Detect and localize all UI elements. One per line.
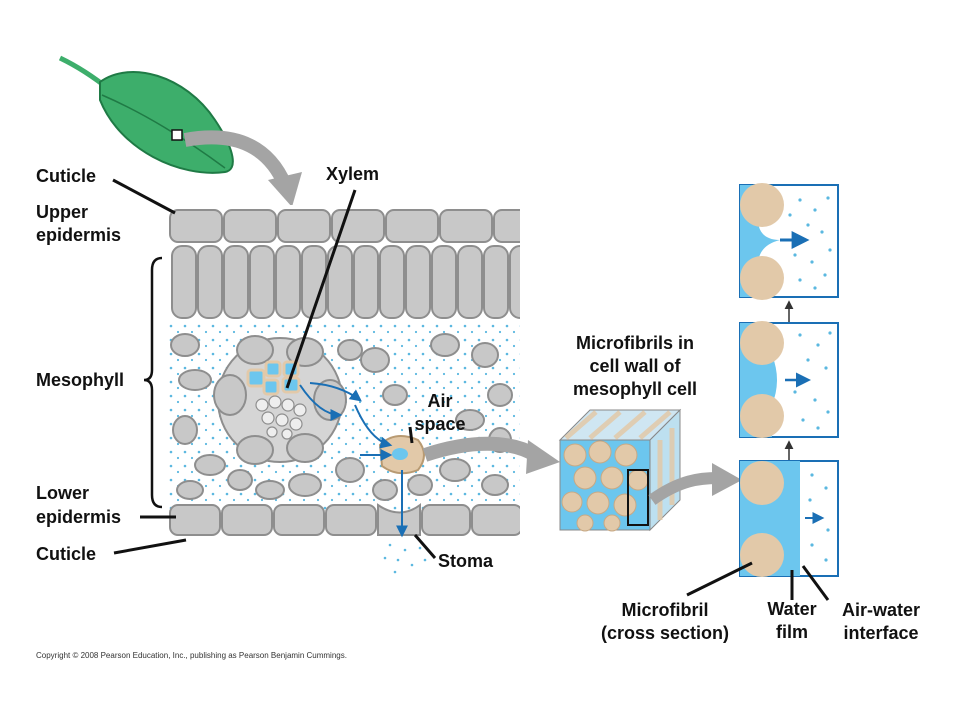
right-leader-lines [686, 561, 830, 601]
water-film-label-line2: film [775, 622, 808, 642]
microfibrils-label-line3: mesophyll cell [572, 379, 698, 399]
microfibrils-label-line2: cell wall of [589, 356, 681, 376]
palisade-cells [171, 245, 520, 319]
water-film-label-line1: Water [767, 599, 817, 619]
air-water-interface-label-line1: Air-water [841, 600, 921, 620]
panel-middle [739, 321, 839, 438]
leaf-cross-section [168, 205, 520, 545]
lower-epidermis-cells [169, 503, 520, 536]
zoom-arrow-leaf [183, 130, 302, 207]
zoom-arrow-block [648, 463, 742, 505]
lower-epidermis-label-line2: epidermis [36, 507, 122, 527]
microfibril-block [558, 408, 682, 532]
cuticle-top-label: Cuticle [36, 166, 97, 186]
microfibril-cross-section-label-line1: Microfibril [621, 600, 709, 620]
zoom-arrow-section [422, 436, 560, 474]
vapor-dots [383, 543, 427, 574]
copyright-notice: Copyright © 2008 Pearson Education, Inc.… [36, 651, 347, 660]
water-flow-arrows [299, 382, 408, 538]
mesophyll-label: Mesophyll [36, 370, 125, 390]
leader-lines [112, 178, 437, 559]
upper-epidermis-label-line2: epidermis [36, 225, 122, 245]
lower-epidermis-label-line1: Lower [36, 483, 90, 503]
air-space-label-line1: Air [427, 391, 453, 411]
air-water-interface-label-line2: interface [843, 623, 919, 643]
xylem-label: Xylem [326, 164, 380, 184]
leaf-icon [58, 55, 234, 174]
vascular-bundle [213, 335, 347, 465]
microfibrils-label-line1: Microfibrils in [575, 333, 694, 353]
air-space-label-line2: space [414, 414, 466, 434]
upper-epidermis-label-line1: Upper [36, 202, 89, 222]
stoma-label: Stoma [438, 551, 494, 571]
panel-bottom [739, 460, 839, 577]
cuticle-bottom-label: Cuticle [36, 544, 97, 564]
mesophyll-brace [143, 256, 163, 509]
xylem-vessels [246, 360, 301, 396]
microfibril-cross-section-label-line2: (cross section) [600, 623, 730, 643]
panel-top [739, 183, 839, 300]
upper-epidermis-cells [169, 209, 520, 243]
